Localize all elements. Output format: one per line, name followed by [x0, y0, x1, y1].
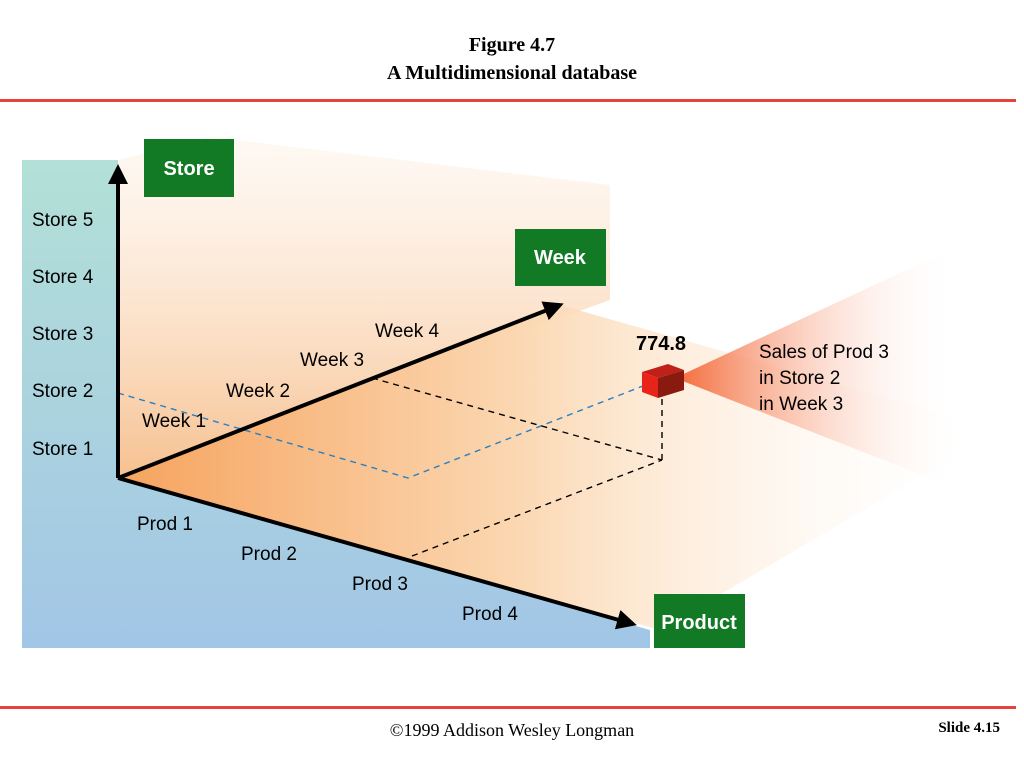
store-guide-lines: [117, 383, 649, 479]
store-label: Store 3: [32, 324, 93, 345]
week-label: Week 2: [226, 381, 290, 402]
copyright-text: ©1999 Addison Wesley Longman: [389, 720, 635, 740]
product-axis-label: Product: [661, 612, 737, 634]
store-label: Store 1: [32, 439, 93, 460]
callout-line: in Store 2: [759, 368, 840, 389]
data-cell-cube: [642, 364, 684, 398]
store-week-plane: [118, 137, 610, 478]
callout-beam: [675, 245, 960, 490]
slide-number: Slide 4.15: [938, 720, 1000, 736]
week-label: Week 3: [300, 350, 364, 371]
figure-number: Figure 4.7: [468, 34, 556, 56]
week-product-guide-lines: [371, 377, 663, 557]
week-axis: [117, 301, 564, 480]
week-axis-label: Week: [534, 247, 587, 269]
week-axis-box: Week: [515, 229, 606, 286]
store-axis-label: Store: [163, 158, 214, 180]
product-label: Prod 4: [462, 604, 518, 625]
callout-line: in Week 3: [759, 394, 843, 415]
week-label: Week 4: [375, 321, 440, 342]
store-label: Store 4: [32, 267, 94, 288]
top-rule: [0, 99, 1016, 102]
product-axis: [117, 476, 637, 630]
store-label: Store 5: [32, 210, 93, 231]
figure-title: A Multidimensional database: [386, 62, 638, 84]
store-product-plane: [22, 160, 650, 648]
bottom-rule: [0, 706, 1016, 709]
week-label: Week 1: [142, 411, 206, 432]
product-axis-box: Product: [654, 594, 745, 648]
store-label: Store 2: [32, 381, 93, 402]
product-label: Prod 2: [241, 544, 297, 565]
cell-value: 774.8: [636, 333, 686, 355]
store-axis-box: Store: [144, 139, 234, 197]
figure-title-block: Figure 4.7 A Multidimensional database: [0, 31, 1024, 87]
product-label: Prod 3: [352, 574, 408, 595]
callout-line: Sales of Prod 3: [759, 342, 889, 363]
product-label: Prod 1: [137, 514, 193, 535]
